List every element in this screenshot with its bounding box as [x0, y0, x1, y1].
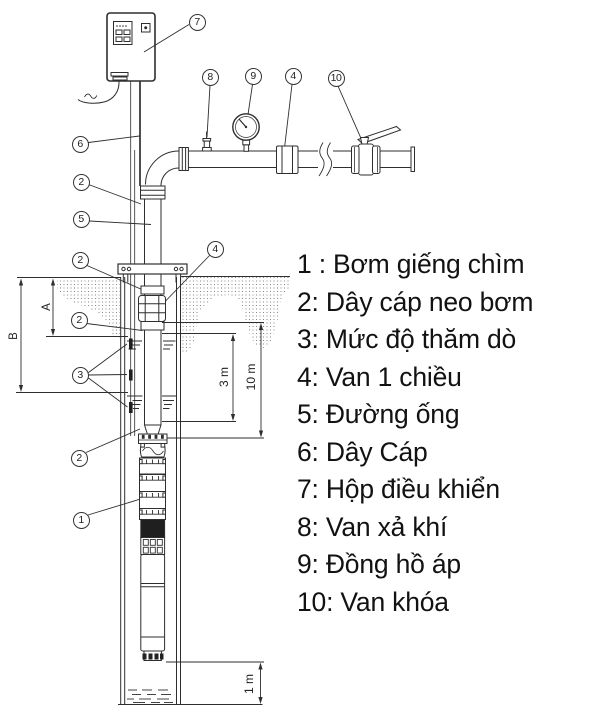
- pump-motor: [140, 554, 166, 661]
- callout-label: 9: [250, 70, 256, 82]
- callout-label: 4: [290, 70, 296, 82]
- callout-label: 6: [77, 138, 83, 150]
- callout-1-pump: 1: [72, 511, 90, 529]
- callout-3-probe: 3: [71, 366, 89, 384]
- power-cable-squiggle: [77, 80, 120, 104]
- gauge-needle: [238, 118, 247, 128]
- air-release-valve: [202, 131, 212, 152]
- legend-item-9: 9: Đồng hồ áp: [297, 549, 461, 579]
- callout-10-shutoff-valve: 10: [327, 69, 345, 87]
- check-valve-well: [138, 285, 166, 331]
- callout-label: 5: [78, 213, 84, 225]
- callout-2-anchor-a: 2: [72, 173, 90, 191]
- legend-item-7: 7: Hộp điều khiển: [297, 474, 500, 504]
- legend-item-1: 1 : Bơm giếng chìm: [297, 249, 525, 279]
- dimension-lines: [16, 278, 264, 704]
- callout-2-anchor-c: 2: [70, 311, 88, 329]
- callout-label: 10: [330, 72, 342, 84]
- callout-6-cable: 6: [71, 135, 89, 153]
- callout-4-check-valve-top: 4: [284, 67, 302, 85]
- dim-label-10m: 10 m: [243, 363, 258, 391]
- dim-label-1m: 1 m: [242, 673, 256, 694]
- well-sediment: [127, 689, 173, 704]
- callout-label: 2: [76, 314, 82, 326]
- dim-label-B: B: [7, 331, 20, 340]
- well-casing: [17, 276, 290, 705]
- drop-cables: [130, 81, 141, 436]
- probe-electrodes: [129, 338, 133, 413]
- legend-item-3: 3: Mức độ thăm dò: [297, 324, 517, 354]
- legend-item-4: 4: Van 1 chiều: [297, 361, 462, 392]
- elbow: [140, 150, 180, 200]
- callout-8-air-valve: 8: [201, 68, 219, 86]
- check-valve-horizontal: [276, 145, 299, 174]
- callout-label: 7: [194, 16, 200, 28]
- dimension-arrowheads: [18, 278, 264, 704]
- legend-item-5: 5: Đường ống: [297, 399, 460, 429]
- shutoff-valve: [351, 125, 402, 176]
- pump-grille: [140, 537, 166, 555]
- callout-label: 3: [77, 369, 83, 381]
- callout-label: 8: [207, 71, 213, 83]
- power-button: [141, 23, 151, 33]
- callout-label: 4: [212, 243, 218, 255]
- callout-5-pipe: 5: [72, 210, 90, 228]
- callout-9-gauge: 9: [244, 67, 262, 85]
- ground-texture: [57, 277, 290, 352]
- dim-label-3m: 3 m: [217, 366, 231, 388]
- callout-4-check-valve-well: 4: [206, 240, 224, 258]
- callout-7-control-box: 7: [188, 13, 206, 31]
- control-box: [106, 12, 156, 82]
- callout-label: 2: [78, 176, 84, 188]
- pipe-break: [318, 142, 333, 177]
- submersible-pump: [138, 424, 168, 661]
- legend-item-2: 2: Dây cáp neo bơm: [297, 286, 534, 317]
- legend-item-8: 8: Van xả khí: [297, 511, 448, 542]
- callout-label: 2: [76, 452, 82, 464]
- pump-intake-band: [140, 519, 166, 538]
- callout-label: 2: [77, 254, 83, 266]
- callout-2-anchor-d: 2: [70, 449, 88, 467]
- legend-item-6: 6: Dây Cáp: [297, 436, 428, 467]
- pump-stages: [139, 457, 166, 520]
- legend-item-10: 10: Van khóa: [297, 586, 449, 617]
- pressure-gauge: [232, 113, 260, 152]
- callout-2-anchor-b: 2: [71, 251, 89, 269]
- legend: 1 : Bơm giếng chìm 2: Dây cáp neo bơm 3:…: [297, 246, 533, 621]
- callout-label: 1: [78, 514, 84, 526]
- dim-label-A: A: [40, 303, 53, 311]
